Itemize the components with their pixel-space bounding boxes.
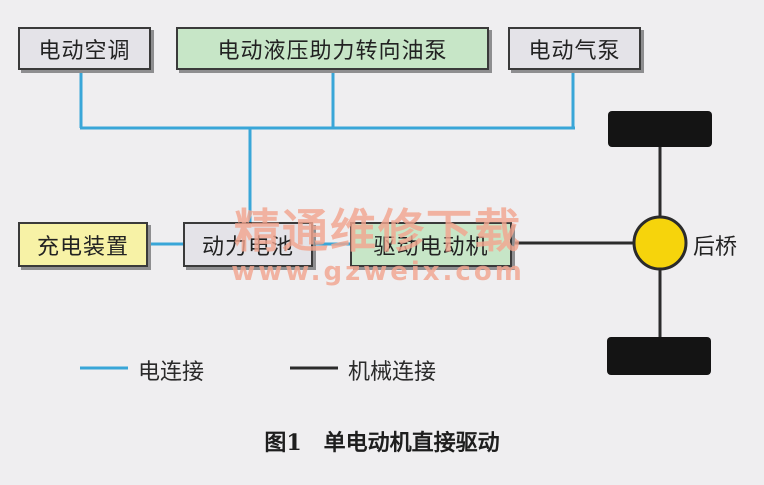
- drive-motor-label: 驱动电动机: [373, 234, 489, 260]
- front-wheel: [608, 111, 712, 147]
- electric-ac-box: 电动空调: [18, 27, 151, 70]
- air-pump-label: 电动气泵: [528, 38, 621, 64]
- electric-ac-label: 电动空调: [38, 38, 131, 64]
- charger-box: 充电装置: [18, 222, 148, 267]
- legend-mechanical-label: 机械连接: [348, 360, 437, 385]
- steering-pump-label: 电动液压助力转向油泵: [217, 38, 448, 64]
- charger-label: 充电装置: [36, 234, 129, 260]
- legend-electric-label: 电连接: [138, 360, 205, 385]
- battery-box: 动力电池: [183, 222, 313, 267]
- figure-caption: 图1 单电动机直接驱动: [264, 430, 500, 456]
- air-pump-box: 电动气泵: [508, 27, 641, 70]
- battery-label: 动力电池: [201, 234, 294, 260]
- rear-wheel: [607, 337, 711, 375]
- drive-motor-box: 驱动电动机: [350, 222, 512, 267]
- rear-axle-label: 后桥: [693, 235, 738, 260]
- rear-axle-circle: [632, 215, 688, 271]
- steering-pump-box: 电动液压助力转向油泵: [176, 27, 489, 70]
